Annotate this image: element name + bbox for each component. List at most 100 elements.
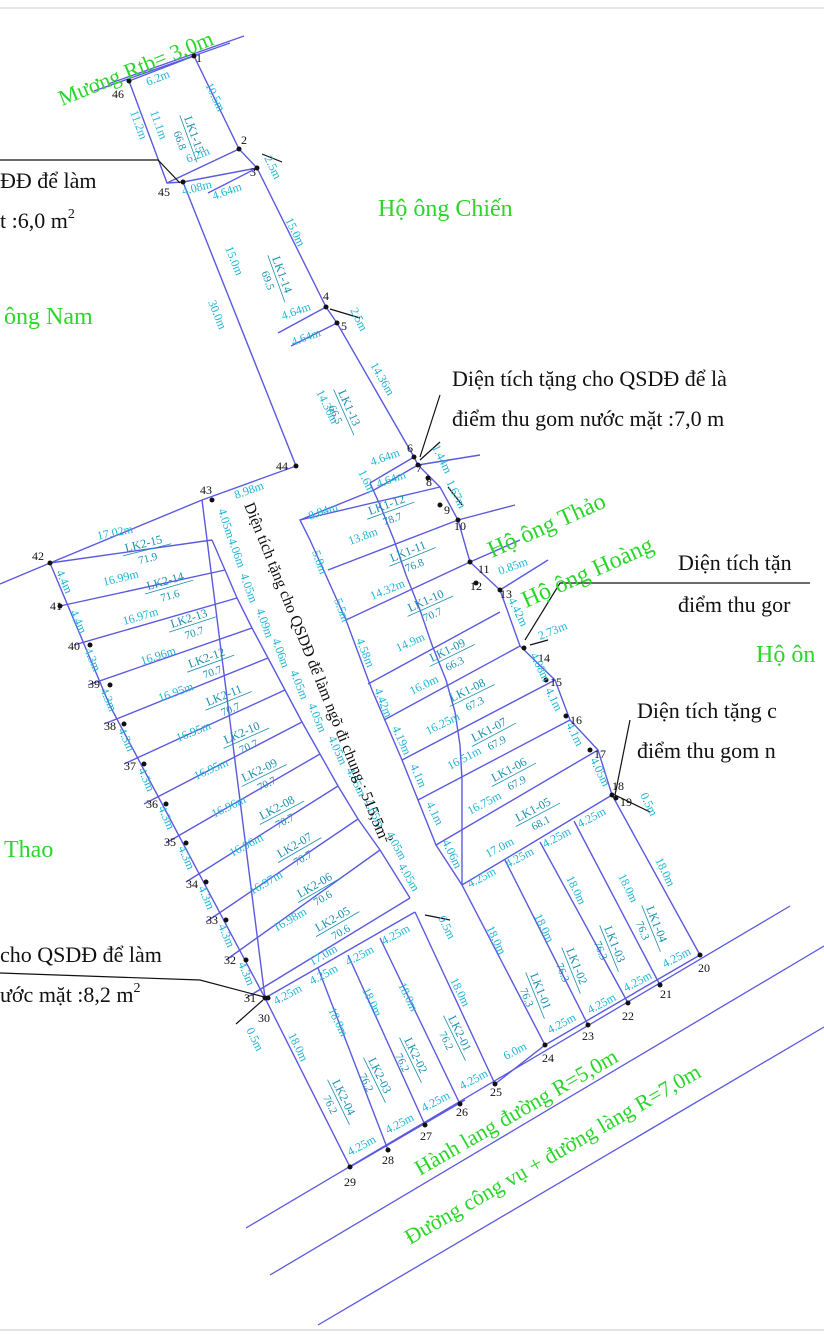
- point-number: 20: [698, 961, 710, 975]
- point-number: 6: [407, 441, 413, 455]
- vertex-marker: [203, 879, 209, 885]
- vertex-marker: [609, 792, 615, 798]
- dim-label: 16.95m: [192, 755, 231, 783]
- point-number: 23: [582, 1029, 594, 1043]
- note-line: Diện tích tặn: [678, 550, 792, 575]
- owner-label-nam: ông Nam: [4, 304, 93, 330]
- lot-divider: [259, 800, 305, 825]
- dim-label: 14.9m: [394, 629, 428, 654]
- vertex-marker: [141, 761, 147, 767]
- vertex-marker: [236, 146, 242, 152]
- dim-label: 18.0m: [615, 871, 641, 905]
- dim-label: 5.5m: [331, 596, 353, 624]
- dim-label: 14.32m: [368, 576, 408, 603]
- lot-divider: [187, 654, 235, 673]
- dim-label: 16.95m: [174, 718, 214, 745]
- note-line: ĐĐ để làm: [0, 168, 97, 193]
- dim-label: 30.0m: [205, 298, 230, 332]
- owner-label-on: Hộ ôn: [756, 642, 815, 668]
- lot-divider: [223, 727, 270, 749]
- lot-divider: [399, 1037, 422, 1083]
- dim-label: 18.0m: [531, 911, 557, 945]
- point-number: 28: [382, 1153, 394, 1167]
- vertex-marker: [209, 497, 215, 503]
- lot-divider: [327, 1079, 350, 1125]
- vertex-marker: [497, 587, 503, 593]
- point-number: 18: [612, 779, 624, 793]
- lot-divider: [599, 925, 619, 972]
- dim-label: 4.3m: [215, 922, 238, 951]
- owner-label-hoang: Hộ ông Hoàng: [518, 532, 658, 613]
- vertex-marker: [542, 1042, 548, 1048]
- lot-divider: [449, 684, 495, 707]
- dim-label: 4.1m: [563, 720, 587, 749]
- lot-divider: [429, 644, 475, 667]
- note-left-top: ĐĐ để làm t :6,0 m2: [0, 168, 97, 233]
- dim-label: 4.06m: [269, 636, 293, 670]
- point-number: 11: [478, 562, 490, 576]
- owner-label-chien: Hộ ông Chiến: [378, 196, 513, 222]
- point-number: 4: [323, 289, 329, 303]
- dim-label: 4.08m: [180, 177, 213, 198]
- note-superscript: 2: [134, 981, 141, 996]
- dim-label: 4.3m: [235, 960, 258, 989]
- note-superscript: 2: [68, 207, 75, 222]
- note-line: Diện tích tặng cho QSDĐ để là: [452, 366, 727, 391]
- point-number: 40: [68, 639, 80, 653]
- lot-divider: [205, 691, 252, 711]
- lot-divider: [179, 115, 198, 163]
- owner-label-thao-right: Hộ ông Thảo: [484, 488, 610, 563]
- vertex-marker: [385, 1147, 391, 1153]
- vertex-marker: [107, 682, 113, 688]
- dim-label: 16.0m: [407, 672, 441, 698]
- vertex-marker: [425, 475, 431, 481]
- note-right-1: Diện tích tặng cho QSDĐ để là điểm thu g…: [452, 366, 727, 431]
- dim-label: 2.5m: [261, 153, 285, 182]
- vertex-marker: [625, 1000, 631, 1006]
- vertex-marker: [587, 747, 593, 753]
- dim-label: 16.98m: [271, 904, 310, 935]
- dim-label: 4.58m: [353, 636, 378, 670]
- vertex-marker: [57, 603, 63, 609]
- dim-label: 0.5m: [243, 1025, 267, 1054]
- vertex-marker: [411, 454, 417, 460]
- dim-label: 4.64m: [374, 467, 408, 491]
- lot-divider: [515, 802, 561, 827]
- vertex-marker: [585, 1022, 591, 1028]
- lot-divider: [297, 877, 342, 903]
- dim-label: 4.64m: [368, 445, 402, 469]
- parcel-outline: [49, 55, 701, 1168]
- dim-label: 18.0m: [563, 873, 589, 907]
- dim-label: 4.42m: [371, 686, 396, 720]
- dim-label: 8.98m: [232, 478, 266, 502]
- lot-divider: [525, 972, 545, 1019]
- leader-lines: [0, 153, 810, 1025]
- point-number: 27: [420, 1129, 432, 1143]
- dim-label: 4.3m: [81, 646, 104, 675]
- vertex-marker: [457, 1101, 463, 1107]
- lot-divider: [241, 764, 287, 787]
- note-right-3: Diện tích tặng c điểm thu gom n: [637, 698, 777, 763]
- dim-label: 18.0m: [652, 855, 678, 889]
- point-number: 24: [542, 1051, 554, 1065]
- dim-label: 16.97m: [121, 604, 160, 628]
- point-number: 42: [32, 549, 44, 563]
- vertex-marker: [163, 801, 169, 807]
- point-number: 29: [344, 1175, 356, 1189]
- dim-label: 6.0m: [501, 1039, 530, 1063]
- note-right-2: Diện tích tặn điểm thu gor: [678, 550, 792, 617]
- lot-area: 71.9: [137, 551, 159, 567]
- lot-divider: [363, 1057, 386, 1103]
- dim-label: 4.25m: [379, 921, 413, 948]
- dim-label: 4.4m: [53, 568, 76, 597]
- point-number: 43: [200, 483, 212, 497]
- lot-divider: [122, 543, 172, 557]
- point-number: 9: [444, 503, 450, 517]
- dim-label: 16.96m: [139, 643, 179, 668]
